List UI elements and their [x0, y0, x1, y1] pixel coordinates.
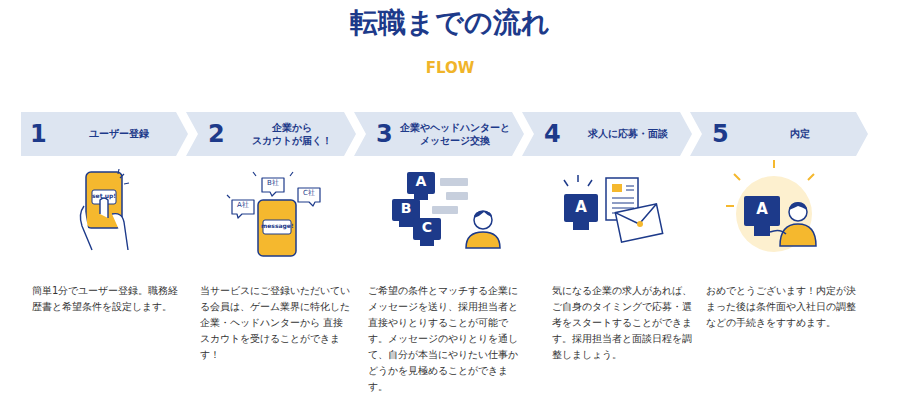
step-description: 当サービスにご登録いただいている会員は、ゲーム業界に特化した企業・ヘッドハンター…: [200, 283, 350, 363]
scout-icon: [227, 172, 320, 256]
step-band: 3企業やヘッドハンターと メッセージ交換: [354, 112, 524, 156]
monitor-letter: C: [413, 220, 441, 235]
step-number: 3: [376, 120, 400, 148]
monitor-letter: B: [392, 201, 420, 216]
step-label: 内定: [746, 127, 868, 141]
offer-icon: [726, 160, 816, 252]
step-label: 求人に応募・面談: [578, 127, 692, 141]
phone-icon: [80, 169, 129, 250]
step-description: おめでとうございます！内定が決まった後は条件面や入社日の調整などの手続きをすすめ…: [706, 283, 856, 331]
step-number: 4: [544, 120, 578, 148]
step-label: 企業から スカウトが届く！: [242, 121, 356, 148]
step-band: 4求人に応募・面談: [522, 112, 692, 156]
step-number: 1: [30, 120, 64, 148]
subtitle: FLOW: [0, 60, 900, 77]
step-description: 簡単1分でユーザー登録。職務経歴書と希望条件を設定します。: [32, 283, 180, 315]
step-band: 1ユーザー登録: [18, 112, 188, 156]
step-band: 5内定: [690, 112, 868, 156]
screen-text: message!: [261, 223, 293, 230]
monitor-letter: A: [564, 199, 598, 216]
chevron-fill: [21, 112, 188, 156]
step-description: 気になる企業の求人があれば、ご自身のタイミングで応募・選考をスタートすることがで…: [552, 283, 698, 363]
diagram-title: 転職までの流れ: [0, 4, 900, 42]
step-label: 企業やヘッドハンターと メッセージ交換: [400, 121, 524, 148]
step-number: 2: [208, 120, 242, 148]
message-icon: [392, 172, 500, 248]
bubble-text: B社: [262, 180, 284, 188]
step-label: ユーザー登録: [64, 127, 188, 141]
monitor-letter: A: [744, 201, 780, 218]
chevron-fill: [690, 112, 868, 156]
apply-icon: [564, 175, 663, 242]
bubble-text: A社: [232, 202, 254, 210]
chevron-fill: [354, 112, 524, 156]
step-number: 5: [712, 120, 746, 148]
monitor-letter: A: [407, 174, 435, 189]
chevron-fill: [186, 112, 356, 156]
screen-text: set up!: [92, 193, 116, 200]
chevron-fill: [522, 112, 692, 156]
step-band: 2企業から スカウトが届く！: [186, 112, 356, 156]
step-description: ご希望の条件とマッチする企業にメッセージを送り、採用担当者と直接やりとりすること…: [368, 283, 518, 395]
bubble-text: C社: [298, 190, 320, 198]
